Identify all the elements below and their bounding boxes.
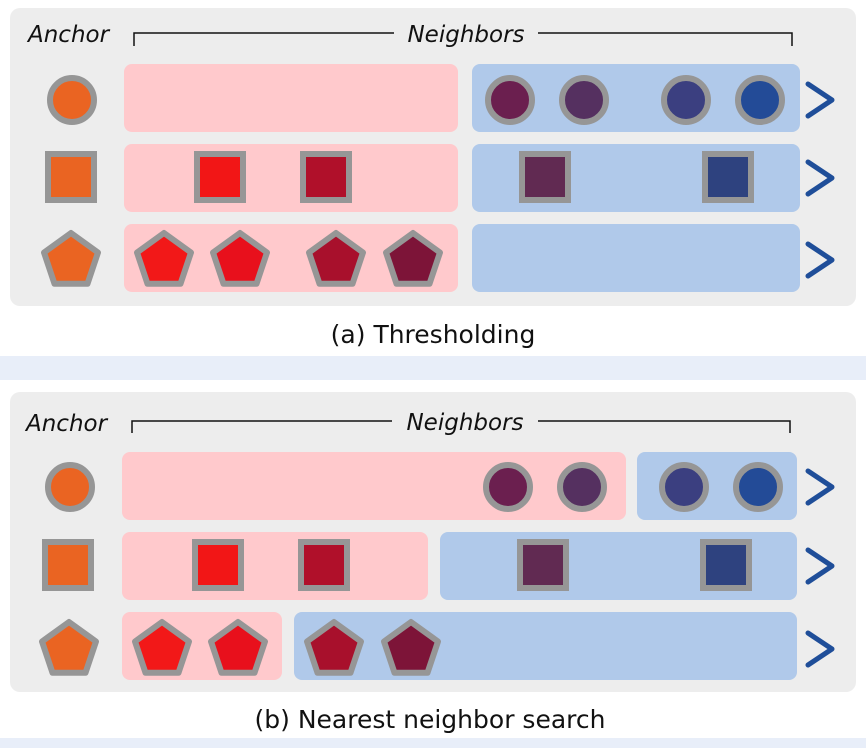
blue-region (294, 612, 797, 680)
neighbor-square (702, 151, 754, 203)
ray-arrowhead (805, 81, 835, 119)
caption-a: (a) Thresholding (331, 320, 536, 349)
neighbor-square (300, 151, 352, 203)
neighbor-circle (733, 462, 783, 512)
panel-a: Anchor Neighbors (10, 8, 856, 349)
neighbor-circle (735, 75, 785, 125)
panel-b: Anchor Neighbors (10, 392, 856, 734)
neighbor-pentagon (210, 230, 270, 287)
neighbor-circle (557, 462, 607, 512)
neighbor-pentagon (132, 619, 192, 676)
ray-arrowhead (805, 241, 835, 279)
ray-arrowhead (805, 468, 835, 506)
neighbor-circle (485, 75, 535, 125)
neighbors-label: Neighbors (407, 22, 524, 48)
neighbors-bracket (131, 420, 791, 433)
row-pentagon (39, 619, 835, 676)
anchor-pentagon (41, 230, 101, 287)
row-pentagon (41, 230, 835, 287)
anchor-pentagon (39, 619, 99, 676)
neighbor-square (298, 539, 350, 591)
neighbor-circle (483, 462, 533, 512)
row-circle (47, 75, 835, 125)
neighbor-pentagon (208, 619, 268, 676)
neighbor-circle (659, 462, 709, 512)
row-circle (45, 462, 835, 512)
neighbor-pentagon (304, 619, 364, 676)
neighbor-square (192, 539, 244, 591)
neighbor-pentagon (306, 230, 366, 287)
anchor-square (42, 539, 94, 591)
anchor-square (45, 151, 97, 203)
neighbors-bracket (133, 32, 793, 46)
ray-arrowhead (805, 159, 835, 197)
anchor-label: Anchor (26, 22, 111, 48)
row-square (42, 539, 835, 591)
row-square (45, 151, 835, 203)
ray-arrowhead (805, 547, 835, 585)
anchor-circle (45, 462, 95, 512)
neighbor-square (194, 151, 246, 203)
caption-b: (b) Nearest neighbor search (255, 705, 606, 734)
panel-separator (0, 356, 866, 380)
neighbor-square (519, 151, 571, 203)
neighbor-circle (559, 75, 609, 125)
neighbors-label: Neighbors (406, 410, 523, 436)
neighbor-circle (661, 75, 711, 125)
ray-arrowhead (805, 630, 835, 668)
neighbor-pentagon (381, 619, 441, 676)
neighbor-pentagon (383, 230, 443, 287)
neighbor-square (700, 539, 752, 591)
neighbor-pentagon (134, 230, 194, 287)
anchor-circle (47, 75, 97, 125)
neighbor-square (517, 539, 569, 591)
bottom-separator (0, 738, 866, 748)
anchor-label: Anchor (24, 411, 109, 437)
